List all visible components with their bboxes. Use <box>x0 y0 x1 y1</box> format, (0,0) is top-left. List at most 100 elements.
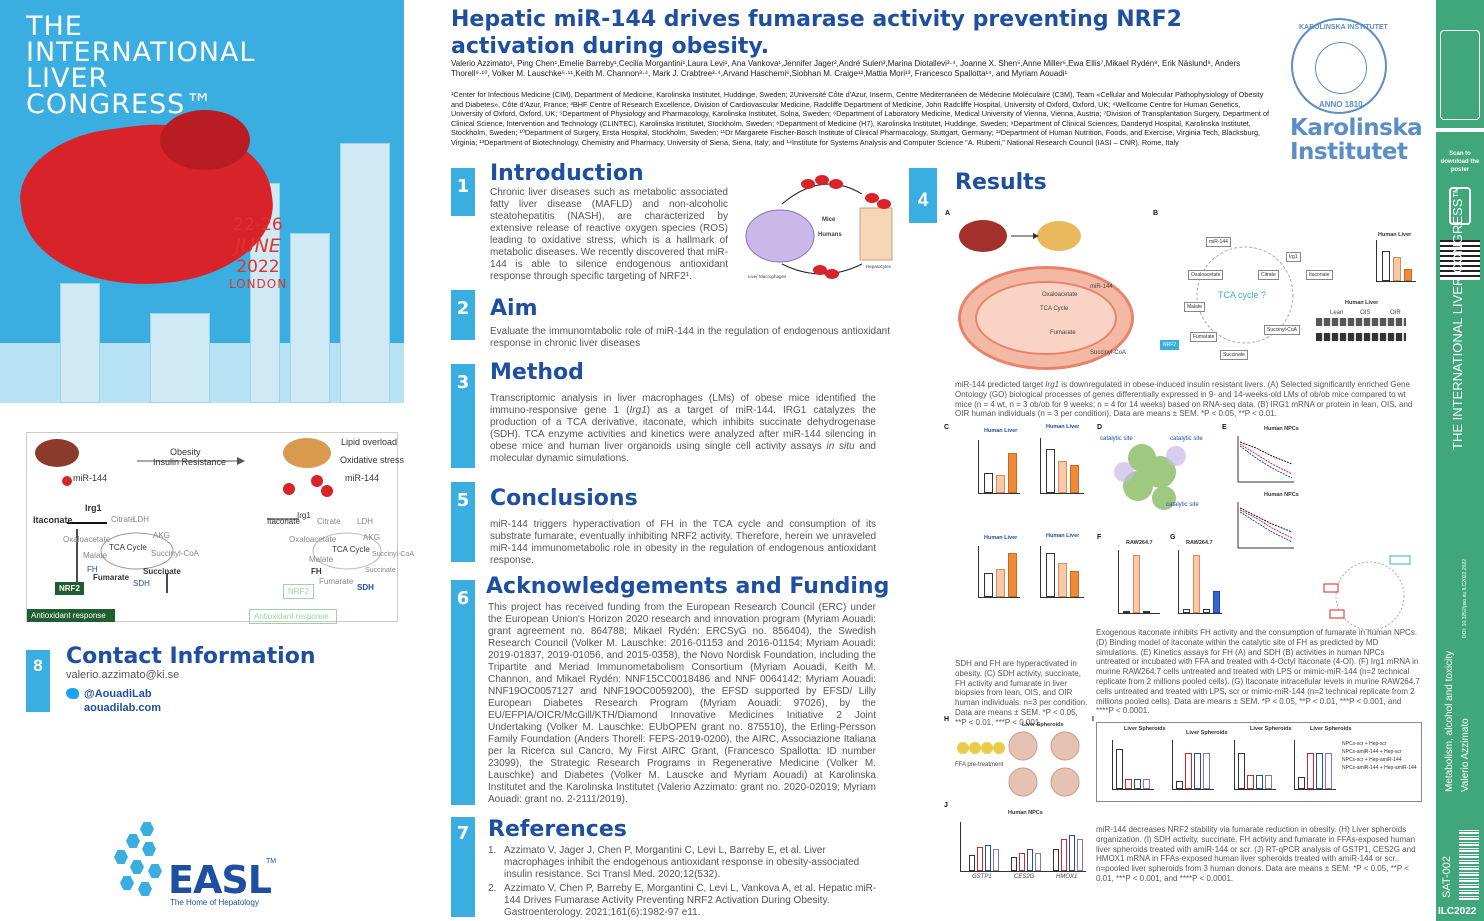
panel-label-e: E <box>1222 424 1227 431</box>
contact-twitter[interactable]: @AouadiLab <box>84 688 152 700</box>
intro-text: Chronic liver diseases such as metabolic… <box>490 187 728 282</box>
ros-dot <box>311 475 323 487</box>
bar-oir <box>1070 571 1079 597</box>
caption-ab-part: miR-144 predicted target <box>955 380 1046 389</box>
strip-divider <box>1436 128 1484 132</box>
spheroid-grid <box>1008 731 1080 797</box>
catalytic-site-label: catalytic site <box>1166 502 1199 508</box>
section-number-refs: 7 <box>451 817 475 917</box>
ros-dot <box>62 476 72 486</box>
legend-item: NPCs-amiR-144 + Hep-amiR-144 <box>1342 765 1417 771</box>
malate-label: Malate <box>83 551 108 560</box>
mitochondrion-diagram <box>958 266 1134 370</box>
bar-scr <box>1203 609 1210 613</box>
bar-ois <box>1058 461 1067 493</box>
reference-list: 1.Azzimato V, Jager J, Chen P, Morgantin… <box>488 845 886 921</box>
series-line <box>1239 443 1293 475</box>
fumarate-label: Fumarate <box>93 573 130 582</box>
chart-title: Human Liver <box>1378 232 1412 238</box>
tca-cycle-ring <box>100 532 174 570</box>
irg1-label: Irg1 <box>85 503 102 513</box>
protein-cluster-2 <box>1114 446 1186 482</box>
sponsor-logo-box <box>1440 30 1480 120</box>
western-blot-irg1 <box>1316 318 1406 326</box>
spheroid-circle <box>1050 731 1080 761</box>
node-nrf2: NRF2 <box>1160 340 1180 350</box>
conclusions-title: Conclusions <box>490 486 638 511</box>
author-list: Valerio Azzimato¹, Ping Chen¹,Emelie Bar… <box>451 59 1241 78</box>
reference-text: Azzimato V, Chen P, Barreby E, Morgantin… <box>504 883 877 918</box>
spheroid-legend: NPCs-scr + Hep-scr NPCs-amiR-144 + Hep-s… <box>1342 740 1417 772</box>
conclusions-text: miR-144 triggers hyperactivation of FH i… <box>490 519 876 566</box>
bar-ois <box>996 475 1005 493</box>
obesity-label: Obesity <box>170 447 201 457</box>
sidebar-strip <box>1436 0 1484 921</box>
citrate-label: Citrate <box>111 515 135 524</box>
node-label: miR-144 <box>1206 237 1231 247</box>
section-number-conclusions: 5 <box>451 482 475 562</box>
antioxidant-box: Antioxidant response <box>27 609 115 622</box>
legend-item: NPCs-amiR-144 + Hep-scr <box>1342 749 1402 755</box>
bar-ctrl <box>1183 609 1190 613</box>
itaconate-label-2: Itaconate <box>267 517 300 526</box>
ros-dot <box>815 175 829 185</box>
section-number-method: 3 <box>451 364 475 468</box>
contact-email[interactable]: valerio.azzimato@ki.se <box>66 669 180 681</box>
reference-item: 1.Azzimato V, Jager J, Chen P, Morgantin… <box>488 845 886 881</box>
bar-series <box>969 855 975 871</box>
sdh-kinetics-chart <box>1237 502 1294 549</box>
hepatocyte-label: Hepatocytes <box>866 264 892 269</box>
ack-text: This project has received funding from t… <box>488 602 876 805</box>
lean-liver-shape <box>959 220 1007 252</box>
bar-series <box>993 849 999 871</box>
bar-series <box>1194 753 1201 789</box>
aim-text: Evaluate the immunomtabolic role of miR-… <box>490 326 890 349</box>
tca-cycle-ring-2 <box>312 532 382 570</box>
series-line <box>1239 441 1293 465</box>
bar-lps <box>1193 555 1200 613</box>
karolinska-name: Karolinska Institutet <box>1290 116 1423 164</box>
spheroid-dot <box>957 742 969 754</box>
series-line <box>1239 509 1293 539</box>
legend-item: NPCs-scr + Hep-scr <box>1342 741 1387 747</box>
macrophage-label: Liver Macrophages <box>748 274 787 279</box>
date-city: LONDON <box>228 277 288 291</box>
succinyl-coa-label-2: Succinyl-CoA <box>372 551 415 558</box>
ros-dot <box>283 483 295 495</box>
node-label: Succinyl-CoA <box>1264 325 1301 335</box>
bar-oir <box>1070 465 1079 493</box>
mice-label: Mice <box>822 217 836 223</box>
bar-series <box>1019 853 1025 871</box>
fumarate-chart <box>1040 438 1084 494</box>
irg1-raw-chart <box>1118 550 1160 614</box>
method-text-italic: Irg1 <box>629 405 647 416</box>
contact-website[interactable]: aouadilab.com <box>84 702 162 714</box>
series-line <box>1239 511 1293 543</box>
mir144-label: miR-144 <box>73 473 108 483</box>
cycle-arrow-top <box>781 183 863 205</box>
fh-protein-structure <box>1114 444 1186 510</box>
bar-series <box>985 845 991 871</box>
pathway-node <box>1323 583 1339 593</box>
malate-label-2: Malate <box>309 555 334 564</box>
ldh-label: LDH <box>133 515 150 524</box>
qr-code[interactable] <box>1440 240 1480 280</box>
bar-ctrl <box>1123 611 1130 613</box>
bar-lean <box>1046 449 1055 493</box>
itaconate-raw-chart <box>1178 550 1222 614</box>
fh-activity-chart <box>978 440 1020 494</box>
results-title: Results <box>955 170 1047 195</box>
node-label: Fumarate <box>1190 332 1218 342</box>
gene-label-gstp1: GSTP1 <box>972 874 992 880</box>
bar-lean <box>1382 251 1390 281</box>
ffa-label: FFA pre-treatment <box>955 762 1004 768</box>
date-month: JUNE <box>235 235 281 257</box>
contact-title: Contact Information <box>66 644 316 669</box>
easl-hex-icon <box>138 882 152 896</box>
mitochondrion-inner <box>975 281 1117 355</box>
bar-series <box>1134 779 1141 789</box>
chart-title: Liver Spheroids <box>1022 722 1064 728</box>
bar-series <box>1325 753 1332 789</box>
series-line <box>1239 445 1293 479</box>
western-blot-loading <box>1316 333 1406 341</box>
